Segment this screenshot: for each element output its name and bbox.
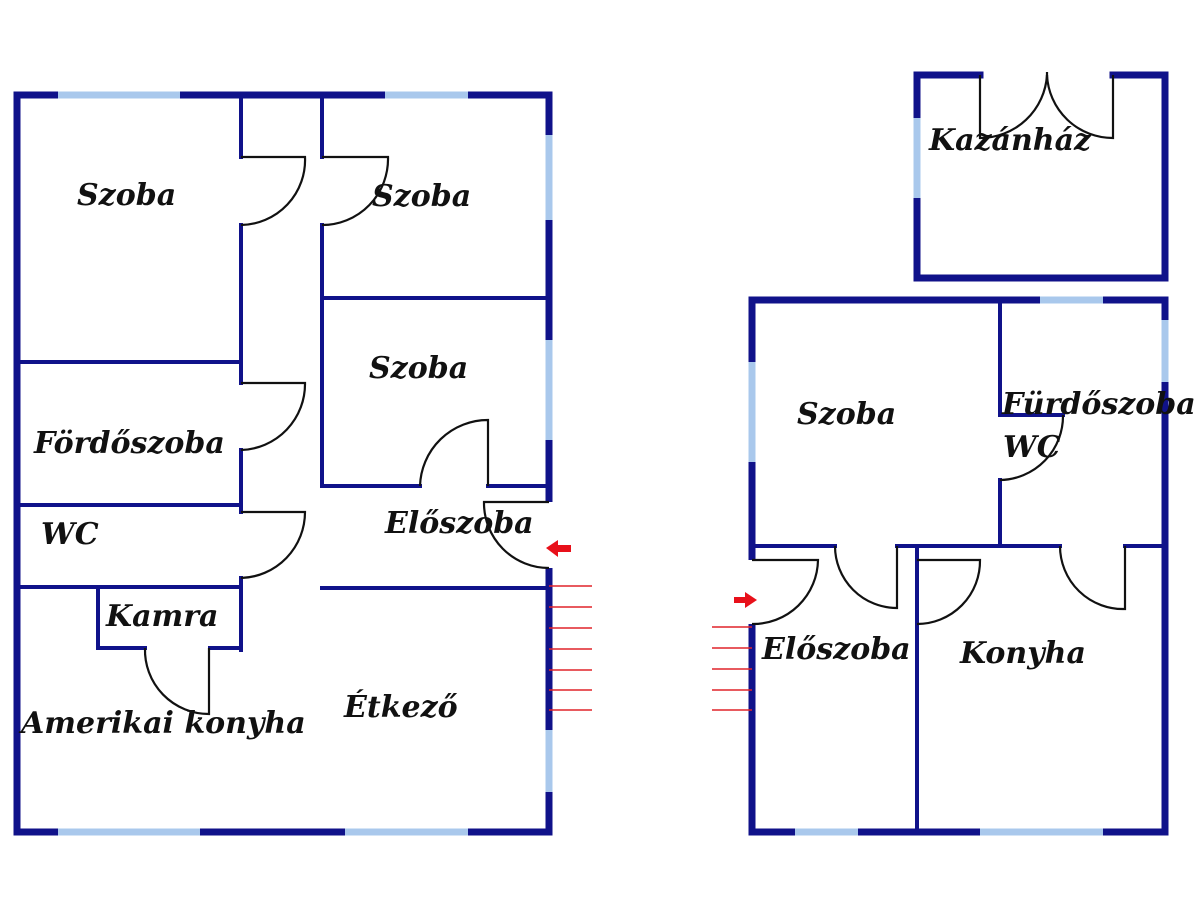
double-door-swing: [1045, 74, 1115, 140]
door-swing: [418, 418, 490, 487]
room-label: Előszoba: [761, 632, 911, 667]
right-interior-walls: [750, 298, 1167, 834]
entrance-arrow-icon: [734, 592, 757, 608]
left-floor-plan: Szoba Szoba Szoba Fördőszoba WC Előszoba…: [13, 91, 592, 836]
right-entrance-stairs: [712, 626, 752, 711]
room-label: Szoba: [372, 179, 471, 214]
door-swing: [1058, 545, 1127, 611]
room-label: Étkező: [343, 689, 458, 725]
room-label: Szoba: [369, 351, 468, 386]
left-doors: [143, 155, 550, 716]
room-label: Fürdőszoba: [1001, 387, 1196, 422]
door-swing: [751, 558, 820, 626]
left-windows: [58, 91, 554, 836]
door-swing: [999, 414, 1065, 482]
left-outer-wall: [13, 91, 553, 836]
room-label: Kazánház: [928, 123, 1092, 158]
room-label: WC: [41, 517, 99, 552]
room-label: Előszoba: [384, 506, 534, 541]
room-label: Konyha: [959, 636, 1086, 671]
right-doors: [751, 414, 1127, 626]
room-label: Kamra: [105, 599, 219, 634]
door-swing: [916, 558, 982, 626]
entrance-arrow-icon: [546, 540, 571, 557]
door-swing: [321, 155, 390, 227]
door-swing: [240, 510, 307, 580]
left-entrance-stairs: [549, 585, 592, 711]
right-outer-walls: [747, 296, 1169, 836]
boiler-house: [913, 71, 1169, 282]
right-floor-plan: Kazánház Szoba Fürdőszoba WC Előszoba Ko…: [712, 71, 1196, 836]
door-swing: [240, 155, 307, 227]
room-label: Szoba: [797, 397, 896, 432]
room-label: Fördőszoba: [33, 426, 225, 461]
room-label: WC: [1003, 430, 1061, 465]
double-door-swing: [978, 74, 1049, 140]
left-interior-walls: [15, 93, 551, 652]
door-swing: [482, 500, 550, 570]
room-label: Amerikai konyha: [18, 706, 306, 741]
door-swing: [833, 545, 899, 610]
room-label: Szoba: [77, 178, 176, 213]
door-swing: [240, 381, 307, 452]
door-swing: [143, 647, 211, 716]
